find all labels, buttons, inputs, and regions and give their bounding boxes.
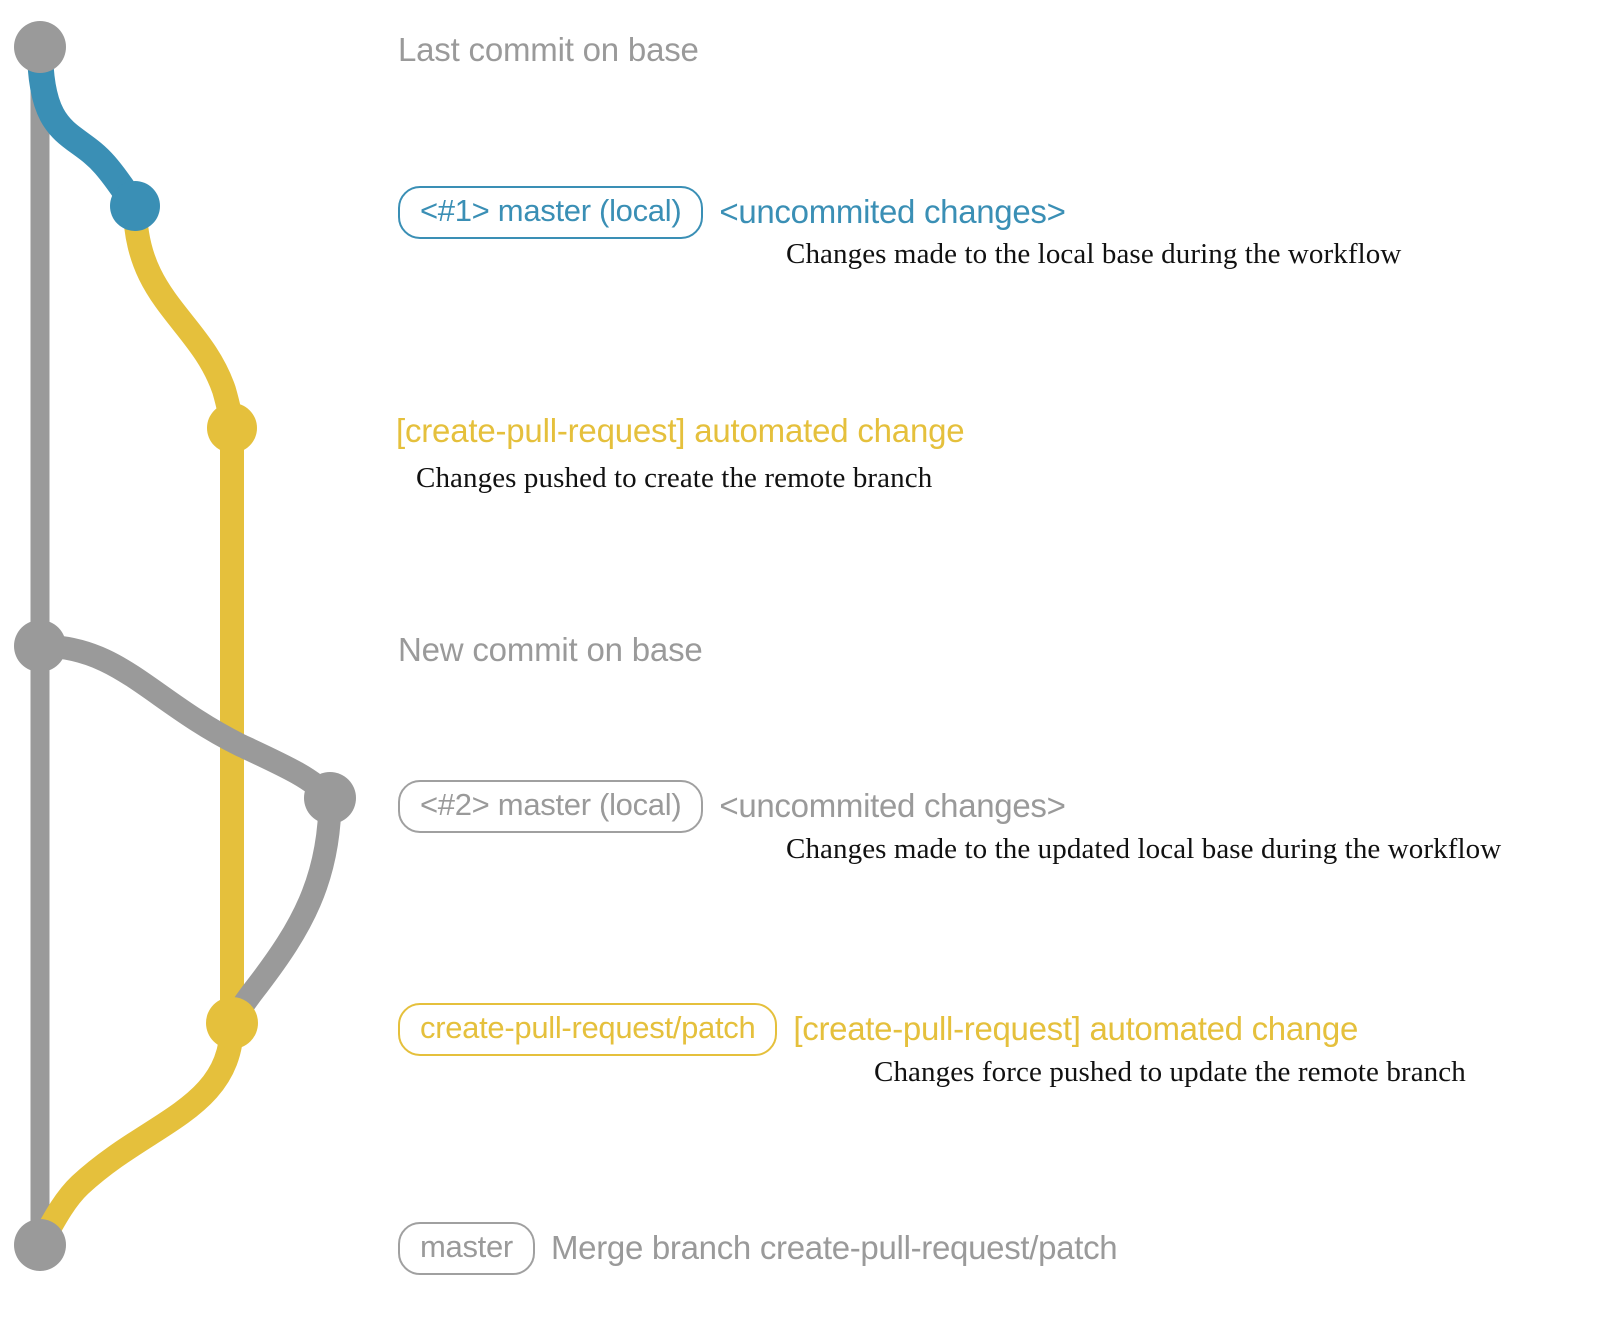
edge-local1-to-patch: [123, 194, 244, 440]
branch-badge-master-local-2[interactable]: <#2> master (local): [398, 780, 704, 833]
commit-description-local-uncommitted-1: Changes made to the local base during th…: [786, 238, 1402, 270]
commit-node-patch-create[interactable]: [207, 403, 257, 453]
edge-basenew-to-local2: [28, 634, 342, 810]
edge-base-to-local1: [27, 34, 148, 219]
commit-row-master-merge: master Merge branch create-pull-request/…: [398, 1222, 1118, 1275]
commit-node-base-new[interactable]: [14, 620, 66, 672]
commit-subject: [create-pull-request] automated change: [396, 412, 965, 449]
edge-patchforce-to-merge: [28, 1011, 244, 1257]
commit-row-automated-change-force-push: create-pull-request/patch [create-pull-r…: [398, 1003, 1358, 1056]
commit-node-patch-force[interactable]: [206, 997, 258, 1049]
commit-row-automated-change-push: [create-pull-request] automated change: [396, 412, 965, 450]
commit-subject: <uncommited changes>: [719, 193, 1066, 231]
commit-subject: [create-pull-request] automated change: [793, 1010, 1359, 1048]
commit-node-local-1[interactable]: [110, 181, 160, 231]
commit-row-last-commit-on-base: Last commit on base: [398, 31, 699, 69]
edge-local2-to-patchforce: [220, 786, 342, 1035]
commit-description-automated-change-push: Changes pushed to create the remote bran…: [416, 462, 933, 494]
commit-node-local-2[interactable]: [304, 772, 356, 824]
commit-row-local-uncommitted-1: <#1> master (local) <uncommited changes>: [398, 186, 1066, 239]
branch-badge-master-local-1[interactable]: <#1> master (local): [398, 186, 704, 239]
commit-subject: <uncommited changes>: [719, 787, 1066, 825]
commit-row-new-commit-on-base: New commit on base: [398, 631, 703, 669]
branch-badge-create-pull-request-patch[interactable]: create-pull-request/patch: [398, 1003, 778, 1056]
commit-node-base-last[interactable]: [14, 21, 66, 73]
commit-description-local-uncommitted-2: Changes made to the updated local base d…: [786, 833, 1502, 865]
commit-node-master-merge[interactable]: [14, 1219, 66, 1271]
branch-badge-master[interactable]: master: [398, 1222, 535, 1275]
commit-graph: [14, 21, 356, 1271]
commit-row-local-uncommitted-2: <#2> master (local) <uncommited changes>: [398, 780, 1066, 833]
commit-subject: New commit on base: [398, 631, 703, 668]
commit-subject: Last commit on base: [398, 31, 699, 68]
commit-description-automated-change-force-push: Changes force pushed to update the remot…: [874, 1056, 1466, 1088]
commit-subject: Merge branch create-pull-request/patch: [550, 1229, 1118, 1267]
